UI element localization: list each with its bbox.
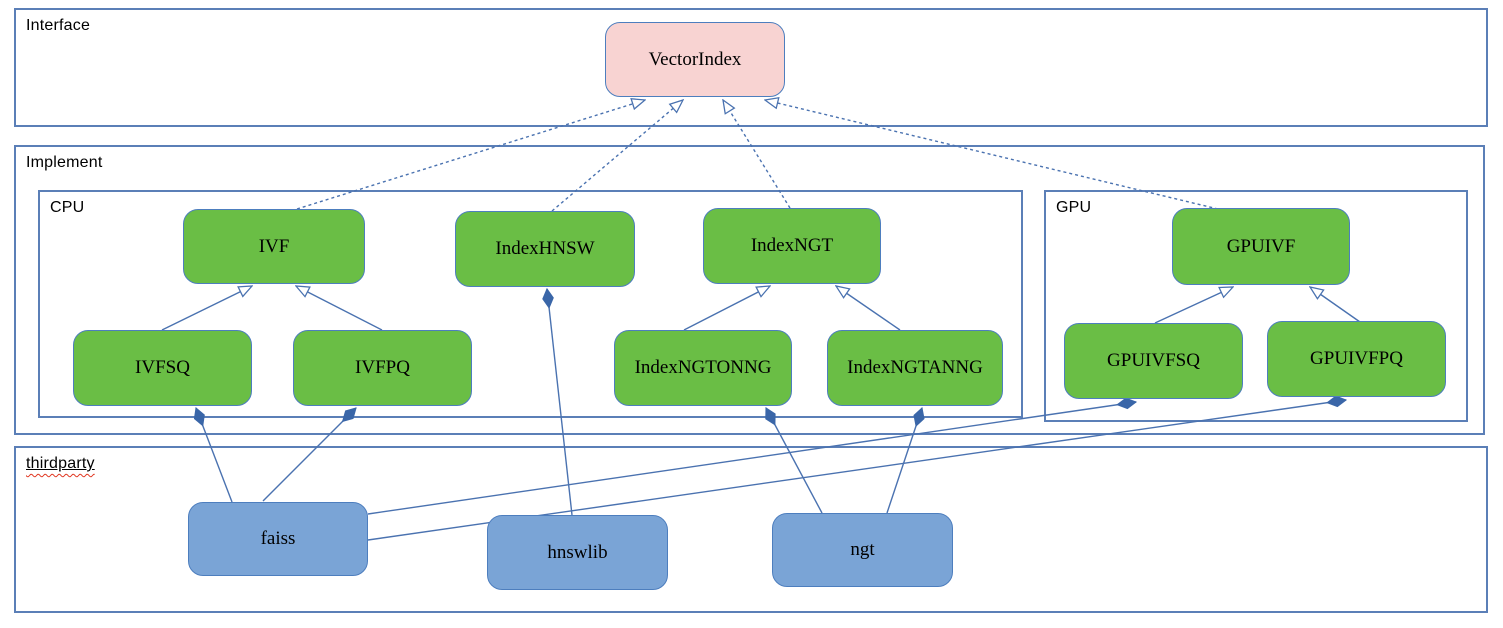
node-indexhnsw: IndexHNSW (455, 211, 635, 287)
node-faiss: faiss (188, 502, 368, 576)
gpu-container-label: GPU (1056, 199, 1092, 216)
node-gpuivf: GPUIVF (1172, 208, 1350, 285)
node-ivfsq-label: IVFSQ (135, 357, 190, 378)
node-ngt-label: ngt (850, 539, 875, 560)
node-faiss-label: faiss (260, 528, 296, 549)
node-hnswlib-label: hnswlib (547, 541, 608, 563)
node-indexngtanng: IndexNGTANNG (827, 330, 1003, 406)
thirdparty-container-label: thirdparty (26, 455, 95, 473)
node-indexngtonng: IndexNGTONNG (614, 330, 792, 406)
node-hnswlib: hnswlib (487, 515, 668, 590)
node-indexngt: IndexNGT (703, 208, 881, 284)
node-ivfpq-label: IVFPQ (355, 357, 410, 378)
node-gpuivfsq: GPUIVFSQ (1064, 323, 1243, 399)
node-ivf-label: IVF (258, 235, 290, 257)
interface-container-label: Interface (26, 17, 91, 34)
node-vectorindex-label: VectorIndex (648, 48, 742, 70)
node-gpuivf-label: GPUIVF (1226, 235, 1296, 257)
implement-container-label: Implement (26, 154, 103, 171)
cpu-container-label: CPU (50, 199, 85, 216)
node-ivfsq: IVFSQ (73, 330, 252, 406)
node-indexngtonng-label: IndexNGTONNG (634, 357, 772, 378)
node-gpuivfpq: GPUIVFPQ (1267, 321, 1446, 397)
node-ivf: IVF (183, 209, 365, 284)
thirdparty-label-text: thirdparty (26, 455, 95, 472)
node-indexhnsw-label: IndexHNSW (495, 238, 595, 259)
node-indexngt-label: IndexNGT (750, 235, 834, 256)
node-gpuivfpq-label: GPUIVFPQ (1310, 348, 1403, 369)
node-gpuivfsq-label: GPUIVFSQ (1107, 350, 1200, 371)
node-ivfpq: IVFPQ (293, 330, 472, 406)
node-ngt: ngt (772, 513, 953, 587)
node-vectorindex: VectorIndex (605, 22, 785, 97)
node-indexngtanng-label: IndexNGTANNG (847, 357, 983, 378)
